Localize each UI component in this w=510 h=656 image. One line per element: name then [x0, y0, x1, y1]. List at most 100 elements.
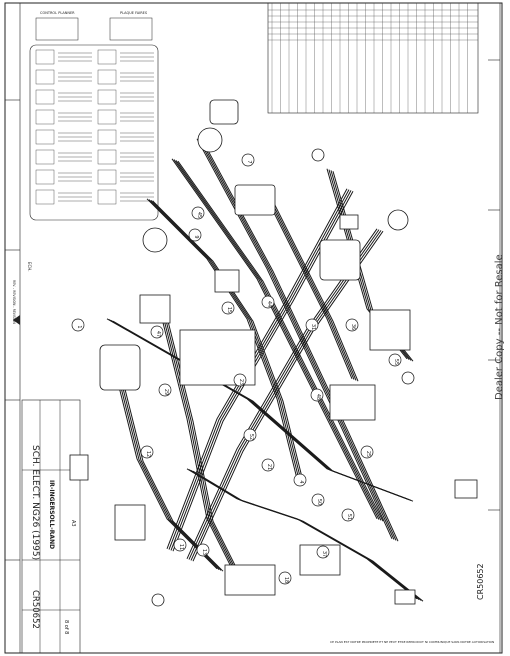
- component-legend: CONTROL PLANNER PLAQUE FAIRES: [29, 11, 159, 221]
- ground-point: [151, 593, 165, 607]
- callout-48: 48: [310, 388, 324, 402]
- callout-4: 4: [293, 473, 307, 487]
- callout-18: 18: [278, 571, 292, 585]
- callout-label: 7: [246, 160, 252, 163]
- watermark-text: Dealer Copy -- Not for Resale: [494, 254, 505, 400]
- callout-7: 7: [241, 153, 255, 167]
- callout-label: 4: [298, 480, 304, 483]
- solenoid-bank: [369, 309, 411, 351]
- callout-label: 55: [393, 359, 399, 365]
- callout-circle: [191, 206, 205, 220]
- wire-bundle: [118, 379, 220, 570]
- callout-29: 29: [158, 383, 172, 397]
- gauge: [197, 127, 223, 153]
- callout-47: 47: [150, 325, 164, 339]
- callout-50: 50: [311, 493, 325, 507]
- wire-bundle: [270, 200, 357, 381]
- ecu-module: [224, 564, 276, 596]
- ech-label: ECH.: [27, 262, 32, 272]
- callout-circle: [243, 428, 257, 442]
- wire-bundle: [266, 198, 353, 379]
- sheet-size: A3: [70, 520, 76, 527]
- wire-bundle: [146, 198, 298, 479]
- callout-37: 37: [316, 545, 330, 559]
- drawing-title: SCH. ELECT. NG26 (1995): [30, 445, 40, 560]
- callout-circle: [341, 508, 355, 522]
- callout-label: 25: [365, 451, 371, 457]
- wire-bundle: [160, 300, 242, 581]
- callout-52: 52: [243, 428, 257, 442]
- arrow-marker-icon: [13, 315, 20, 325]
- callout-label: 18: [283, 577, 289, 583]
- legend-symbol-box: [97, 189, 117, 205]
- callout-label: 45: [196, 212, 202, 218]
- callout-label: 23: [238, 379, 244, 385]
- callout-label: 48: [315, 394, 321, 400]
- wire-bundle: [152, 200, 304, 482]
- callout-55: 55: [388, 353, 402, 367]
- legend-symbol-box: [97, 169, 117, 185]
- terminal-block: [454, 479, 478, 499]
- callout-circle: [150, 325, 164, 339]
- wire-bundle: [156, 298, 238, 580]
- callout-circle: [261, 295, 275, 309]
- sheet-number: 8 of 8: [63, 620, 69, 634]
- callout-label: 21: [266, 464, 272, 470]
- callout-13: 13: [196, 543, 210, 557]
- relay: [69, 454, 89, 481]
- callout-label: 37: [321, 551, 327, 557]
- wire-bundle: [272, 200, 359, 382]
- callout-circle: [158, 383, 172, 397]
- border-ticks: [5, 59, 500, 561]
- callout-circle: [233, 373, 247, 387]
- legend-symbol-box: [97, 129, 117, 145]
- callout-36: 36: [345, 318, 359, 332]
- callout-label: 13: [201, 549, 207, 555]
- side-drawing-number: CR50652: [476, 563, 485, 600]
- callout-label: 15: [226, 307, 232, 313]
- callout-circle: [293, 473, 307, 487]
- legend-symbol-box: [97, 149, 117, 165]
- callout-label: 31: [310, 324, 316, 330]
- callout-circle: [188, 228, 202, 242]
- rights-notice: CE PLAN EST NOTRE PROPRIETE ET NE PEUT E…: [330, 640, 494, 644]
- starter-motor: [319, 239, 361, 281]
- callout-31: 31: [305, 318, 319, 332]
- callout-label: 36: [350, 324, 356, 330]
- callout-circle: [310, 388, 324, 402]
- wire-bundle: [171, 158, 378, 520]
- wire-bundle: [192, 470, 424, 602]
- control-module: [179, 329, 256, 386]
- connector: [394, 589, 416, 605]
- callout-circle: [360, 445, 374, 459]
- components: [69, 99, 478, 607]
- callout-label: 9: [193, 235, 199, 238]
- callout-circle: [173, 538, 187, 552]
- callout-label: 12: [145, 451, 151, 457]
- callout-circle: [140, 445, 154, 459]
- callout-25: 25: [360, 445, 374, 459]
- callout-label: 51: [346, 514, 352, 520]
- temp-sender: [401, 371, 415, 385]
- wire-bundle: [158, 299, 240, 580]
- wire-bundle: [116, 378, 218, 570]
- wire-bundle: [177, 160, 384, 522]
- wire-bundle: [173, 159, 380, 520]
- callout-12: 12: [140, 445, 154, 459]
- callout-circle: [345, 318, 359, 332]
- alternator: [142, 227, 168, 253]
- callout-circle: [261, 458, 275, 472]
- legend-title-right: PLAQUE FAIRES: [120, 11, 148, 15]
- valve-block: [329, 384, 376, 421]
- legend-symbol-box: [35, 129, 55, 145]
- callout-1: 1: [71, 318, 85, 332]
- callout-11: 11: [173, 538, 187, 552]
- callout-23: 23: [233, 373, 247, 387]
- engine-block: [234, 184, 276, 216]
- callout-44: 44: [261, 295, 275, 309]
- callout-circle: [278, 571, 292, 585]
- callout-circle: [221, 301, 235, 315]
- light-assembly: [114, 504, 146, 541]
- drawing-number: CR50652: [30, 590, 40, 629]
